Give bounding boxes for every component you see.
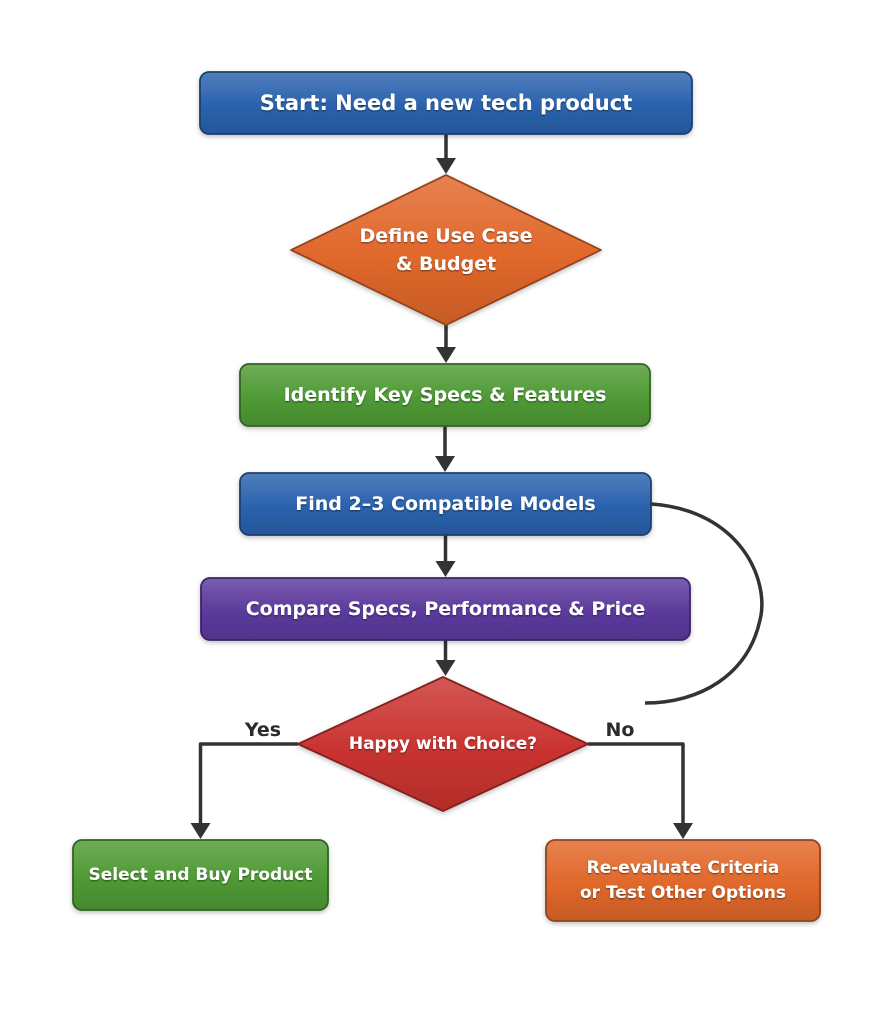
arrow-head-icon (436, 347, 456, 363)
node-define: Define Use Case & Budget (290, 174, 602, 326)
node-label: Define Use Case (360, 225, 533, 247)
process-box (545, 839, 821, 922)
node-label: Happy with Choice? (349, 734, 537, 754)
node-label: Start: Need a new tech product (260, 91, 633, 115)
process-box (200, 577, 691, 641)
node-decision: Happy with Choice? (297, 676, 589, 812)
node-label: Identify Key Specs & Features (284, 384, 607, 406)
arrow-head-icon (436, 158, 456, 174)
node-label: Select and Buy Product (89, 865, 313, 885)
arrow-head-icon (435, 660, 456, 676)
node-reevaluate: Re-evaluate Criteria or Test Other Option… (545, 839, 821, 922)
process-box (72, 839, 329, 911)
node-label: Re-evaluate Criteria (587, 858, 780, 878)
arrow-head-icon (435, 456, 455, 472)
loop-back-connector (644, 502, 764, 705)
node-identify: Identify Key Specs & Features (239, 363, 651, 427)
process-box (239, 363, 651, 427)
node-label: Compare Specs, Performance & Price (246, 598, 646, 620)
node-start: Start: Need a new tech product (199, 71, 693, 135)
node-label: or Test Other Options (580, 883, 786, 903)
decision-diamond (297, 676, 589, 812)
arrow-head-icon (673, 823, 693, 839)
connector-yes (198, 742, 298, 826)
process-box (239, 472, 652, 536)
edge-label-yes: Yes (244, 719, 281, 741)
edge-label-no: No (606, 719, 635, 741)
node-label: Find 2–3 Compatible Models (295, 493, 595, 515)
node-label: & Budget (396, 253, 496, 275)
arrow-head-icon (435, 561, 456, 577)
process-box (199, 71, 693, 135)
node-compare: Compare Specs, Performance & Price (200, 577, 691, 641)
node-find: Find 2–3 Compatible Models (239, 472, 652, 536)
decision-diamond (290, 174, 602, 326)
edges-layer: Yes No (190, 134, 764, 839)
node-buy: Select and Buy Product (72, 839, 329, 911)
arrow-head-icon (190, 823, 211, 839)
connector-no (588, 742, 685, 826)
